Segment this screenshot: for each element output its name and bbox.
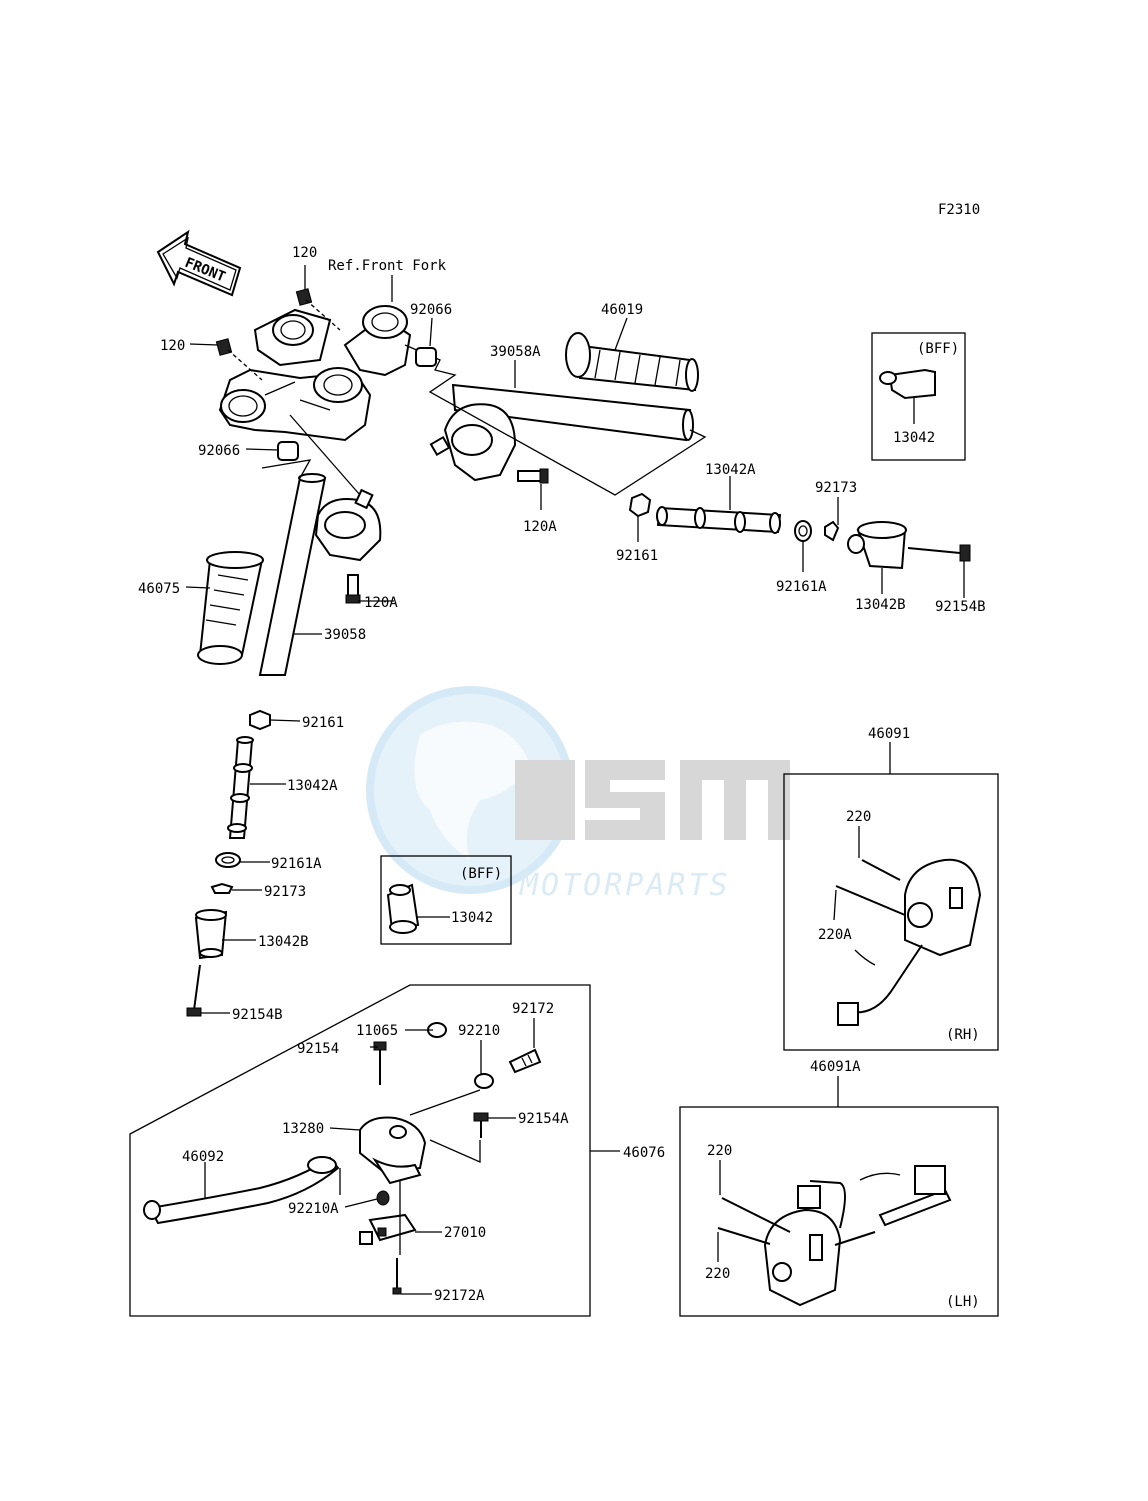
- callout-220-lh-bottom: 220: [705, 1266, 730, 1282]
- rh-label: (RH): [946, 1027, 980, 1043]
- plug-92066-top: [415, 347, 437, 367]
- front-arrow-icon: FRONT: [156, 229, 242, 297]
- watermark-text: MOTORPARTS: [519, 868, 731, 903]
- callout-92173-left: 92173: [264, 884, 306, 900]
- callout-92161-left: 92161: [302, 715, 344, 731]
- callout-92173-right: 92173: [815, 480, 857, 496]
- nut-92161-left: [249, 709, 271, 731]
- rubber-92161A-right: [794, 520, 812, 542]
- right-clip-on-handlebar: [404, 344, 707, 496]
- upper-triple-clamp: [218, 305, 412, 442]
- weight-13042B-right: [847, 521, 907, 570]
- callout-120A-left: 120A: [364, 595, 398, 611]
- weight-13042-bff-right: [879, 368, 936, 400]
- bolt-120A-left: [345, 574, 361, 604]
- bolt-92154: [373, 1041, 387, 1085]
- holder-13280: [359, 1116, 427, 1185]
- callout-13042B-left: 13042B: [258, 934, 309, 950]
- callout-92161-right: 92161: [616, 548, 658, 564]
- callout-39058: 39058: [324, 627, 366, 643]
- callout-46076: 46076: [623, 1145, 665, 1161]
- bff-label-left: (BFF): [460, 866, 502, 882]
- callout-13042-bff-left: 13042: [451, 910, 493, 926]
- callout-120A-right: 120A: [523, 519, 557, 535]
- callout-92210: 92210: [458, 1023, 500, 1039]
- diagram-code: F2310: [938, 202, 980, 218]
- bff-box-right: [871, 332, 966, 461]
- callout-27010: 27010: [444, 1225, 486, 1241]
- screw-92172A: [392, 1258, 402, 1295]
- lh-switch-box: [679, 1106, 999, 1317]
- washer-92210: [474, 1073, 494, 1089]
- rh-switch-box: [783, 773, 999, 1051]
- callout-92172A: 92172A: [434, 1288, 485, 1304]
- bolt-120A-right: [517, 468, 549, 484]
- plug-92066-left: [277, 441, 299, 461]
- switch-27010: [359, 1213, 417, 1245]
- callout-120-top: 120: [292, 245, 317, 261]
- left-clip-on-clamp: [289, 414, 382, 562]
- bolt-120-top: [295, 288, 341, 331]
- callout-92066-top: 92066: [410, 302, 452, 318]
- watermark-logo: MOTORPARTS: [366, 686, 790, 903]
- callout-13042-bff-right: 13042: [893, 430, 935, 446]
- callout-92161A-right: 92161A: [776, 579, 827, 595]
- grip-46075: [197, 551, 264, 665]
- left-handlebar-39058: [258, 459, 327, 676]
- callout-13280: 13280: [282, 1121, 324, 1137]
- callout-46092: 46092: [182, 1149, 224, 1165]
- bolt-120-left: [215, 338, 263, 381]
- callout-220-rh: 220: [846, 809, 871, 825]
- callout-220A-rh: 220A: [818, 927, 852, 943]
- labels: Ref.Front Fork (BFF) (BFF) (RH) (LH) 120…: [138, 245, 986, 1310]
- callout-46019: 46019: [601, 302, 643, 318]
- callout-92210A: 92210A: [288, 1201, 339, 1217]
- weight-13042A-left: [227, 736, 254, 839]
- screw-92172: [508, 1048, 542, 1074]
- callout-13042A-right: 13042A: [705, 462, 756, 478]
- grip-46019: [565, 332, 699, 392]
- bolt-92154B-right: [907, 544, 971, 562]
- switch-46091A-lh: [717, 1165, 952, 1307]
- bff-label-right: (BFF): [917, 341, 959, 357]
- bff-box-left: [380, 855, 512, 945]
- weight-13042A-right: [656, 506, 782, 534]
- ref-front-fork-label: Ref.Front Fork: [328, 258, 447, 274]
- clip-92173-right: [824, 520, 840, 542]
- callout-92154B-left: 92154B: [232, 1007, 283, 1023]
- nut-92161-right: [628, 492, 652, 518]
- bolt-92154B-left: [186, 964, 202, 1017]
- callout-46091A: 46091A: [810, 1059, 861, 1075]
- switch-46091-rh: [835, 858, 982, 1026]
- callout-220-lh-top: 220: [707, 1143, 732, 1159]
- lever-46092: [143, 1156, 340, 1225]
- callout-92161A-left: 92161A: [271, 856, 322, 872]
- weight-13042-bff-left: [386, 883, 420, 934]
- callout-46091: 46091: [868, 726, 910, 742]
- callout-92172: 92172: [512, 1001, 554, 1017]
- clip-92173-left: [210, 882, 234, 894]
- callout-92066-left: 92066: [198, 443, 240, 459]
- weight-13042B-left: [194, 909, 228, 960]
- callout-39058A: 39058A: [490, 344, 541, 360]
- callout-46075: 46075: [138, 581, 180, 597]
- lh-label: (LH): [946, 1294, 980, 1310]
- callout-13042A-left: 13042A: [287, 778, 338, 794]
- callout-92154B-right: 92154B: [935, 599, 986, 615]
- bolt-92154A: [473, 1112, 489, 1138]
- callout-92154A: 92154A: [518, 1111, 569, 1127]
- rubber-92161A-left: [215, 852, 241, 868]
- callout-120-left: 120: [160, 338, 185, 354]
- callout-11065: 11065: [356, 1023, 398, 1039]
- callout-92154: 92154: [297, 1041, 339, 1057]
- nut-92210A: [376, 1190, 390, 1206]
- leader-lines: [185, 265, 965, 1295]
- callout-13042B-right: 13042B: [855, 597, 906, 613]
